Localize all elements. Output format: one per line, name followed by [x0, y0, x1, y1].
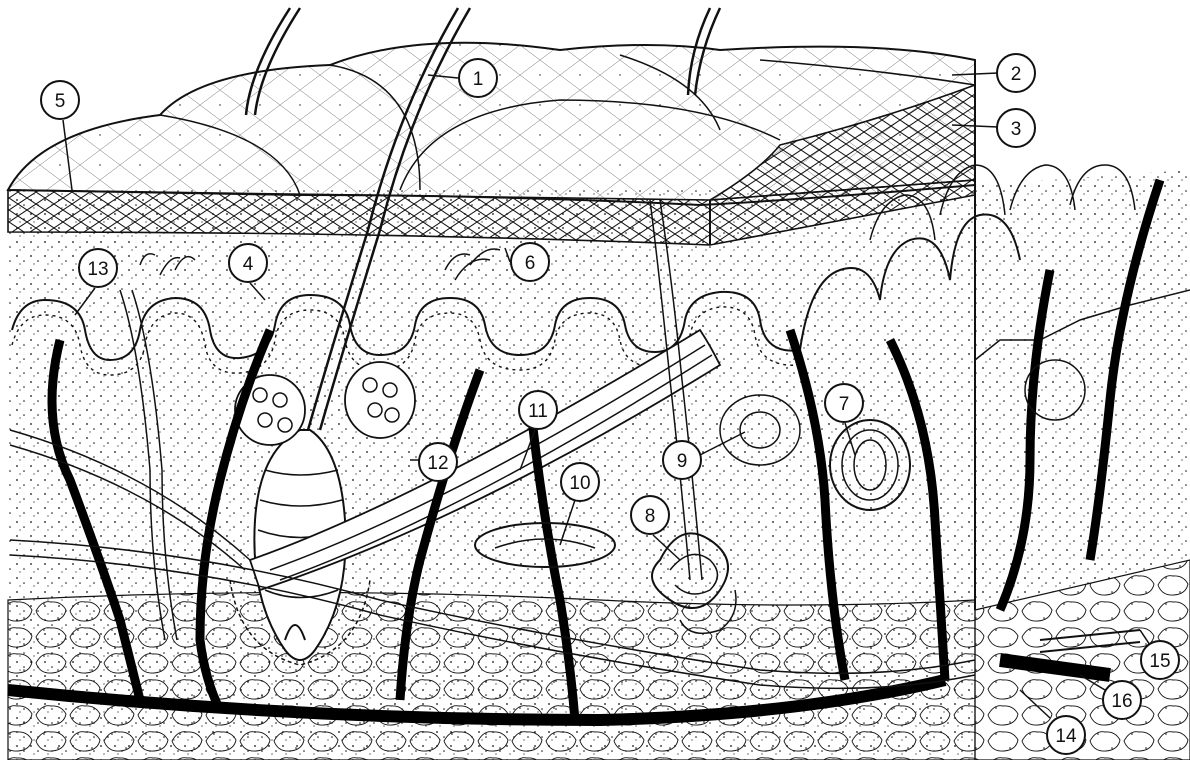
callout-11: 11 [519, 391, 557, 429]
svg-text:16: 16 [1111, 691, 1132, 712]
callout-12: 12 [419, 443, 457, 481]
callout-10: 10 [561, 463, 599, 501]
svg-text:5: 5 [55, 91, 66, 112]
callout-5: 5 [41, 81, 79, 119]
svg-text:11: 11 [528, 401, 548, 422]
svg-text:12: 12 [427, 453, 448, 474]
svg-text:2: 2 [1011, 64, 1022, 85]
svg-text:3: 3 [1011, 119, 1022, 140]
callout-16: 16 [1103, 681, 1141, 719]
svg-text:13: 13 [87, 259, 108, 280]
callout-2: 2 [997, 54, 1035, 92]
callout-8: 8 [631, 496, 669, 534]
svg-text:8: 8 [645, 506, 656, 527]
callout-4: 4 [229, 244, 267, 282]
svg-text:4: 4 [243, 254, 254, 275]
callout-13: 13 [79, 249, 117, 287]
svg-text:10: 10 [569, 473, 590, 494]
svg-text:7: 7 [839, 394, 850, 415]
svg-text:15: 15 [1149, 651, 1170, 672]
svg-text:1: 1 [473, 69, 484, 90]
callout-9: 9 [663, 441, 701, 479]
callout-14: 14 [1047, 716, 1085, 754]
svg-text:14: 14 [1055, 726, 1077, 747]
svg-text:9: 9 [677, 451, 688, 472]
callout-7: 7 [825, 384, 863, 422]
callout-3: 3 [997, 109, 1035, 147]
callout-6: 6 [511, 243, 549, 281]
svg-text:6: 6 [525, 253, 536, 274]
callout-1: 1 [459, 59, 497, 97]
callout-15: 15 [1141, 641, 1179, 679]
